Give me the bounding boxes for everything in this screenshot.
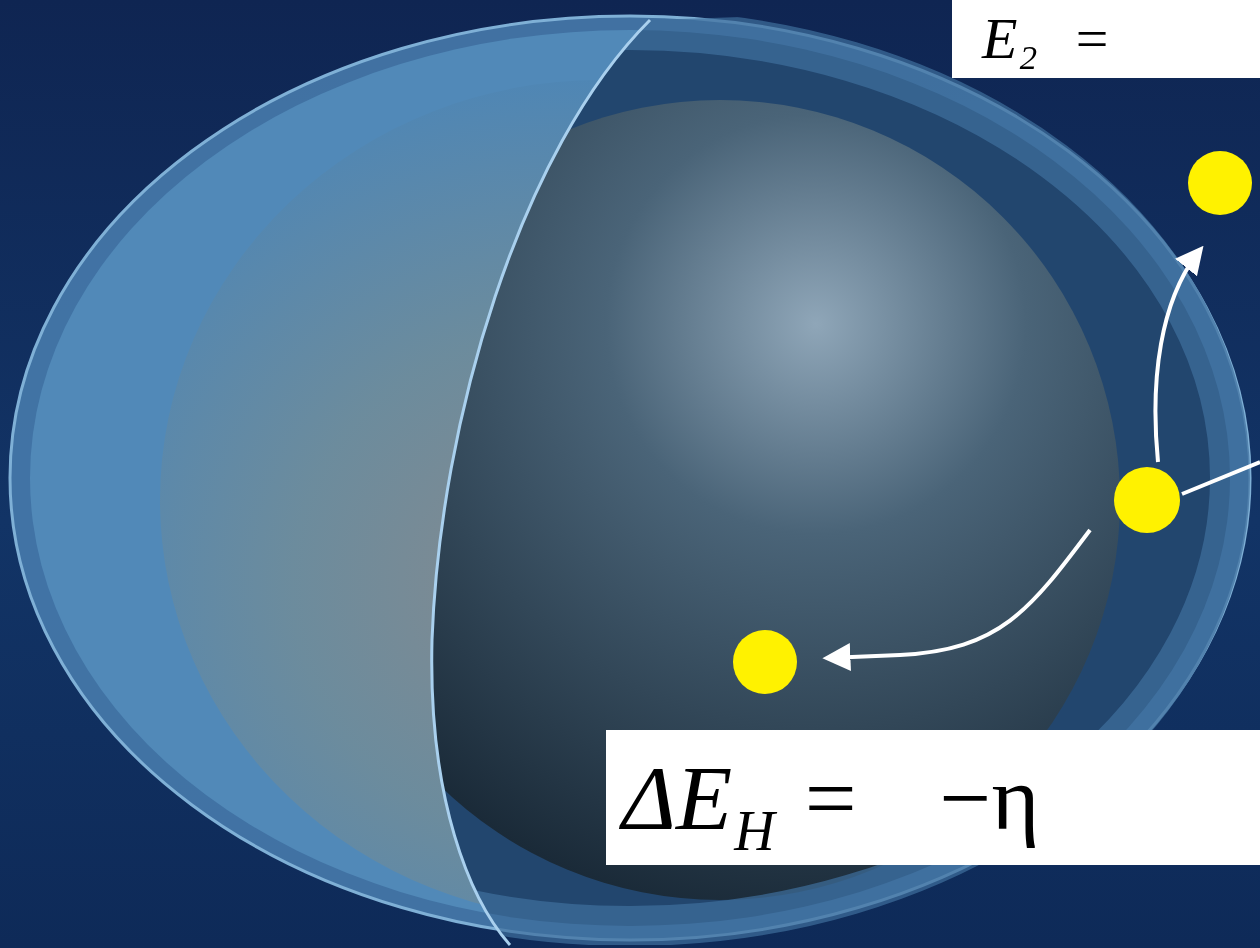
particle bbox=[1114, 467, 1180, 533]
equation-text: = −η⃗ bbox=[805, 752, 1111, 844]
arrow bbox=[828, 530, 1090, 658]
equation-text: H bbox=[734, 803, 774, 859]
equation-text: E₂ = bbox=[982, 10, 1111, 68]
particle bbox=[1188, 151, 1252, 215]
leader-line bbox=[1182, 462, 1260, 494]
equation-text: ΔE bbox=[622, 752, 732, 844]
particle bbox=[733, 630, 797, 694]
arrow bbox=[1155, 250, 1200, 462]
